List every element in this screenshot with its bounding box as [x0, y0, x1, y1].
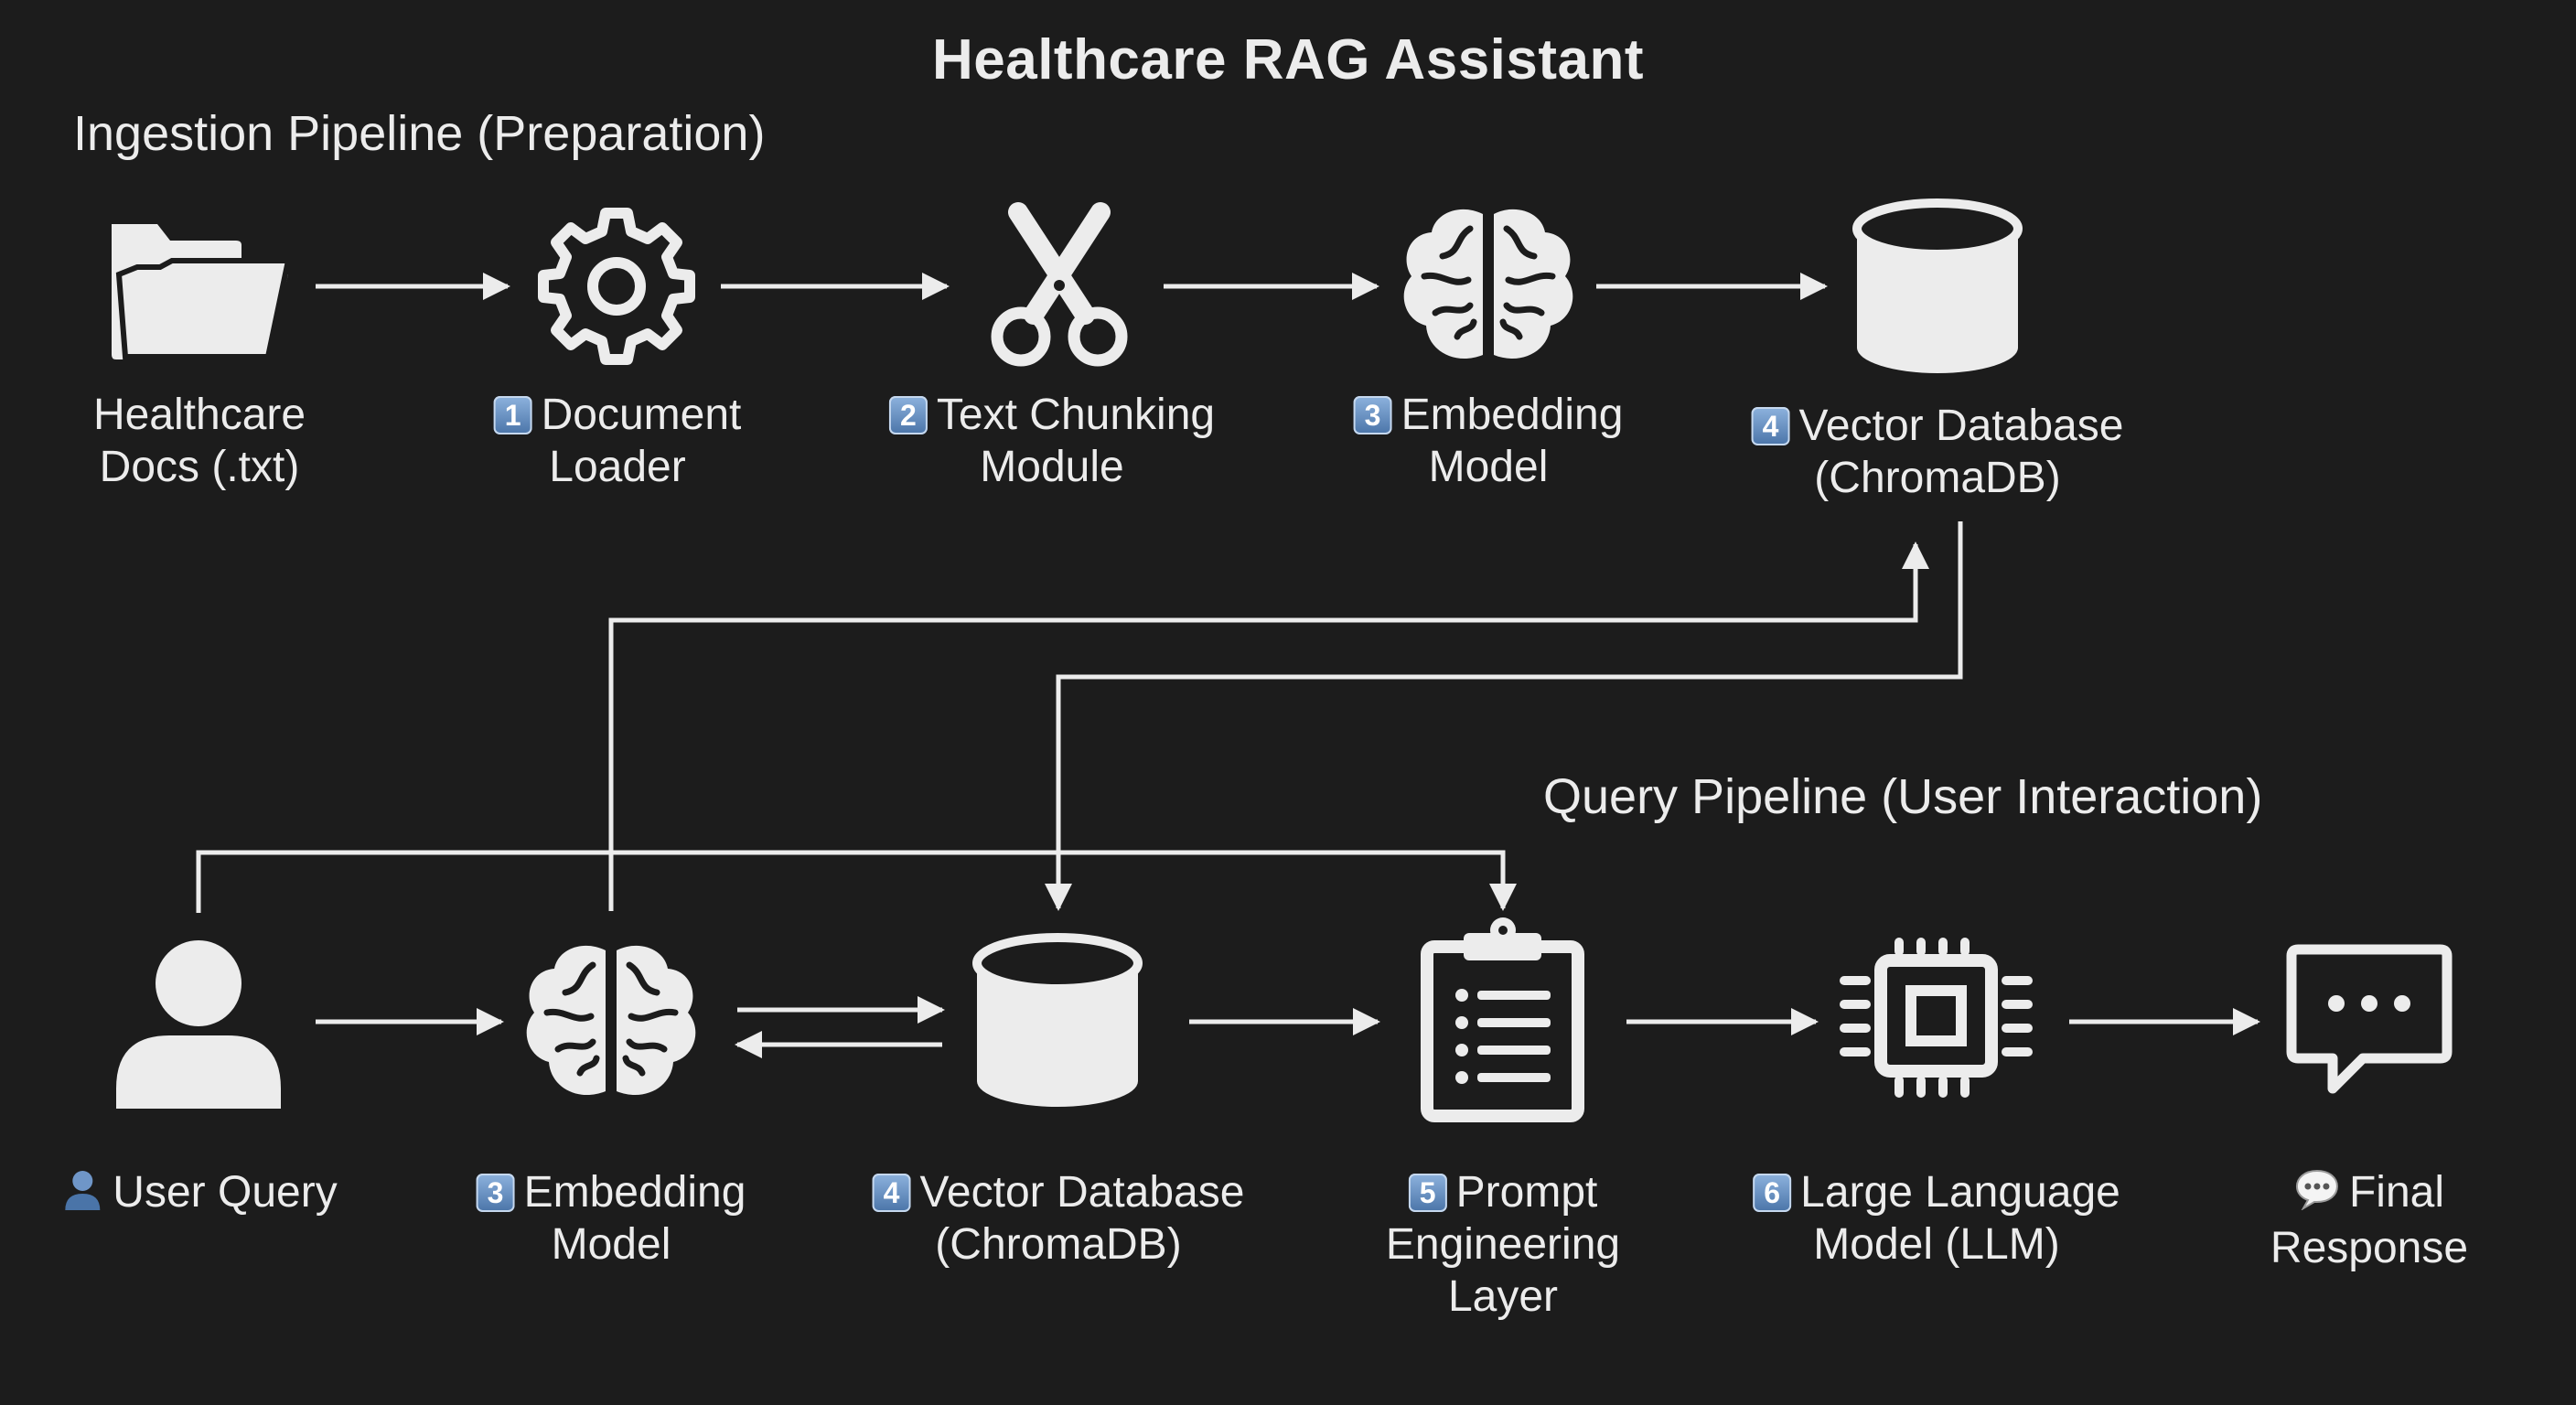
speech-bubble-emoji-icon [2294, 1168, 2340, 1222]
brain-icon [526, 945, 696, 1096]
folder-icon [112, 224, 292, 359]
user-icon [116, 940, 281, 1109]
step-badge: 3 [1353, 396, 1392, 434]
step-badge: 6 [1753, 1174, 1792, 1212]
connector-vectordb-to-query-db [1045, 521, 1963, 911]
step-badge: 4 [1751, 407, 1790, 445]
ingestion-heading: Ingestion Pipeline (Preparation) [73, 106, 766, 161]
query-arrows [316, 996, 2260, 1058]
user-emoji-icon [61, 1168, 103, 1222]
node-label-user-query: User Query [61, 1166, 338, 1222]
connector-embedding-to-vectordb [608, 542, 1929, 911]
step-badge: 2 [888, 396, 928, 434]
page-title: Healthcare RAG Assistant [931, 28, 1645, 91]
chat-icon [2286, 944, 2453, 1094]
step-badge: 5 [1408, 1174, 1447, 1212]
connector-lines [196, 521, 1963, 913]
database-icon [972, 933, 1143, 1107]
query-heading: Query Pipeline (User Interaction) [1543, 769, 2263, 824]
chip-icon [1840, 938, 2033, 1098]
node-label-final-response: Final Response [2270, 1168, 2469, 1272]
database-icon [1852, 198, 2023, 373]
step-badge: 1 [493, 396, 532, 434]
gear-icon [538, 208, 695, 365]
connector-user-to-prompt [196, 850, 1517, 913]
scissors-icon [991, 202, 1128, 367]
brain-icon [1403, 209, 1573, 359]
clipboard-icon [1421, 917, 1584, 1122]
step-badge: 4 [872, 1174, 911, 1212]
step-badge: 3 [476, 1174, 515, 1212]
